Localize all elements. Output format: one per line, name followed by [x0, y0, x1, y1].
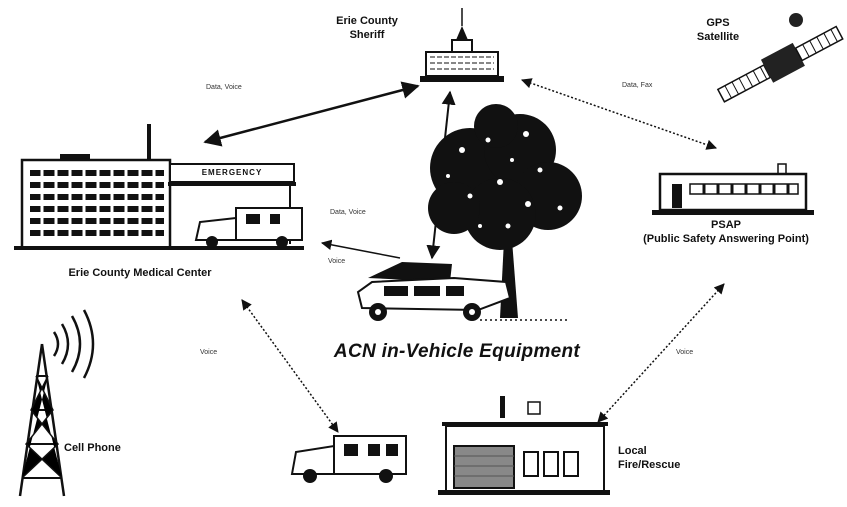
medical-center-building-icon: [14, 124, 304, 250]
cell-tower-icon: [18, 309, 95, 497]
link-label-vehicle-medical-data: Data, Voice: [330, 209, 366, 216]
link-label-sheriff-psap: Data, Fax: [622, 82, 653, 89]
emergency-sign: EMERGENCY: [201, 168, 263, 177]
link-medical-ambulance: [241, 299, 339, 433]
responding-ambulance-icon: [290, 435, 407, 483]
psap-building-icon: [652, 163, 814, 215]
connection-lines: [203, 78, 725, 433]
sheriff-building-icon: [420, 8, 504, 82]
fire-rescue-label: Local Fire/Rescue: [618, 444, 680, 472]
link-vehicle-medical: [320, 239, 401, 259]
gps-satellite-icon: [716, 13, 844, 103]
link-medical-sheriff: [203, 81, 420, 147]
ambulance-icon: [194, 207, 303, 248]
link-label-psap-fire: Voice: [676, 349, 694, 356]
gps-label: GPS Satellite: [690, 16, 746, 44]
link-label-medical-ambulance: Voice: [200, 349, 218, 356]
cell-phone-label: Cell Phone: [64, 442, 121, 454]
psap-label: PSAP (Public Safety Answering Point): [606, 218, 846, 246]
link-label-medical-sheriff: Data, Voice: [206, 84, 242, 91]
center-title: ACN in-Vehicle Equipment: [333, 341, 581, 362]
link-psap-fire: [597, 283, 725, 423]
gps-label-line2: Satellite: [696, 31, 740, 43]
sheriff-label-line2: Sheriff: [349, 29, 385, 41]
medical-center-label: Erie County Medical Center: [68, 267, 212, 279]
fire-station-icon: [438, 396, 610, 495]
crashed-car-icon: [356, 262, 512, 321]
fire-rescue-label-line2: Fire/Rescue: [618, 459, 681, 471]
psap-label-line2: (Public Safety Answering Point): [643, 233, 809, 245]
fire-rescue-label-line1: Local: [618, 445, 647, 457]
link-label-vehicle-medical-voice: Voice: [328, 258, 346, 265]
gps-label-line1: GPS: [706, 17, 730, 29]
sheriff-label: Erie County Sheriff: [322, 14, 412, 42]
psap-label-line1: PSAP: [711, 219, 741, 231]
tree-icon: [428, 104, 582, 321]
sheriff-label-line1: Erie County: [336, 15, 398, 27]
